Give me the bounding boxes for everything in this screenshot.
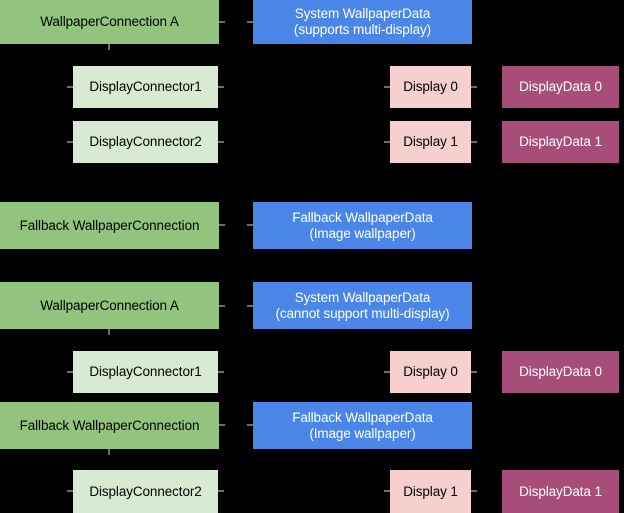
node-label: DisplayConnector2 — [89, 134, 202, 150]
displaydata-0-node-2[interactable]: DisplayData 0 — [502, 351, 619, 393]
connector-stub — [471, 490, 477, 492]
node-label: Display 1 — [403, 134, 458, 150]
fallback-wallpaperdata-node-2[interactable]: Fallback WallpaperData (Image wallpaper) — [253, 402, 472, 449]
node-label: DisplayConnector1 — [89, 79, 202, 95]
connector-stub — [219, 424, 225, 426]
node-label: DisplayConnector1 — [89, 364, 202, 380]
connector-stub — [471, 371, 477, 373]
connector-stub — [108, 44, 110, 50]
display-1-node[interactable]: Display 1 — [390, 121, 471, 163]
connector-stub — [247, 224, 253, 226]
connector-stub — [67, 141, 73, 143]
display-connector-2-node-2[interactable]: DisplayConnector2 — [73, 470, 218, 513]
node-label: Fallback WallpaperConnection — [19, 217, 200, 233]
connector-stub — [247, 21, 253, 23]
connector-stub — [218, 490, 224, 492]
connector-stub — [384, 371, 390, 373]
display-connector-2-node[interactable]: DisplayConnector2 — [73, 121, 218, 163]
display-connector-1-node-2[interactable]: DisplayConnector1 — [73, 351, 218, 393]
connector-stub — [67, 86, 73, 88]
connector-stub — [247, 305, 253, 307]
connector-stub — [384, 86, 390, 88]
connector-stub — [67, 371, 73, 373]
node-label: DisplayData 0 — [519, 79, 602, 95]
connector-stub — [471, 86, 477, 88]
node-label: System WallpaperData (cannot support mul… — [275, 289, 450, 321]
node-label: DisplayData 1 — [519, 483, 602, 499]
connector-stub — [219, 21, 225, 23]
display-0-node-2[interactable]: Display 0 — [390, 351, 471, 393]
fallback-wallpaper-connection-node[interactable]: Fallback WallpaperConnection — [0, 202, 219, 249]
connector-stub — [219, 224, 225, 226]
fallback-wallpaperdata-node[interactable]: Fallback WallpaperData (Image wallpaper) — [253, 202, 472, 249]
node-label: System WallpaperData (supports multi-dis… — [293, 6, 432, 37]
node-label: DisplayData 1 — [519, 134, 602, 150]
wallpaper-connection-a-node-2[interactable]: WallpaperConnection A — [0, 282, 219, 329]
connector-stub — [384, 490, 390, 492]
connector-stub — [218, 86, 224, 88]
display-1-node-2[interactable]: Display 1 — [390, 470, 471, 513]
node-label: Display 0 — [403, 364, 458, 380]
node-label: Fallback WallpaperData (Image wallpaper) — [292, 409, 433, 441]
connector-stub — [471, 141, 477, 143]
node-label: Fallback WallpaperConnection — [19, 417, 200, 433]
node-label: DisplayData 0 — [519, 364, 602, 380]
node-label: DisplayConnector2 — [89, 483, 202, 499]
displaydata-1-node-2[interactable]: DisplayData 1 — [502, 470, 619, 513]
connector-stub — [67, 490, 73, 492]
node-label: Fallback WallpaperData (Image wallpaper) — [292, 209, 433, 241]
node-label: WallpaperConnection A — [40, 297, 179, 313]
connector-stub — [247, 424, 253, 426]
connector-stub — [108, 329, 110, 335]
node-label: Display 0 — [403, 79, 458, 95]
connector-stub — [384, 141, 390, 143]
display-connector-1-node[interactable]: DisplayConnector1 — [73, 66, 218, 108]
node-label: Display 1 — [403, 483, 458, 499]
fallback-wallpaper-connection-node-2[interactable]: Fallback WallpaperConnection — [0, 402, 219, 449]
node-label: WallpaperConnection A — [40, 14, 179, 30]
system-wallpaperdata-cannot-node[interactable]: System WallpaperData (cannot support mul… — [253, 282, 472, 329]
connector-stub — [218, 371, 224, 373]
connector-stub — [108, 449, 110, 455]
displaydata-0-node[interactable]: DisplayData 0 — [502, 66, 619, 108]
wallpaper-connection-a-node[interactable]: WallpaperConnection A — [0, 0, 219, 44]
connector-stub — [219, 305, 225, 307]
displaydata-1-node[interactable]: DisplayData 1 — [502, 121, 619, 163]
system-wallpaperdata-supports-node[interactable]: System WallpaperData (supports multi-dis… — [253, 0, 472, 44]
connector-stub — [218, 141, 224, 143]
display-0-node[interactable]: Display 0 — [390, 66, 471, 108]
